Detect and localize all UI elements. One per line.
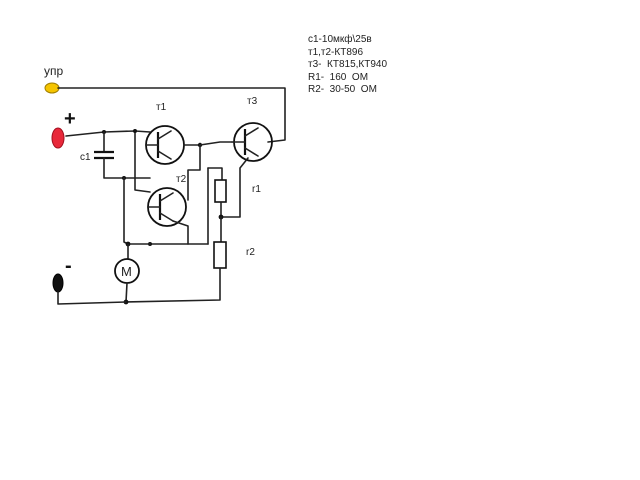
t3-collector	[244, 127, 259, 137]
label-r1: r1	[252, 184, 261, 195]
control-wire	[57, 87, 286, 143]
minus-wire	[57, 291, 127, 305]
t1-t2-out-link	[187, 144, 201, 201]
minus-terminal	[52, 273, 64, 293]
resistor-r2	[213, 241, 227, 269]
t1-collector-node	[133, 129, 137, 133]
motor-bottom-wire	[125, 282, 128, 303]
t1-t2-link	[134, 130, 151, 193]
note-line: c1-10мкф\25в	[308, 34, 372, 45]
t3-emitter-wire	[221, 157, 249, 218]
note-line: т3- КТ815,КТ940	[308, 59, 388, 70]
label-motor: M	[121, 264, 132, 279]
label-t1: т1	[156, 102, 167, 113]
plus-wire	[65, 130, 151, 137]
note-line: R1- 160 ОМ	[308, 71, 369, 83]
control-terminal	[44, 82, 60, 94]
component-notes: c1-10мкф\25в т1,т2-КТ896 т3- КТ815,КТ940…	[308, 34, 387, 97]
t3-base-wire	[199, 141, 233, 146]
note-line: R2- 30-50 ОМ	[308, 84, 377, 95]
t1-emitter	[157, 150, 172, 160]
label-c1: c1	[80, 152, 91, 163]
label-plus: +	[64, 108, 76, 130]
t2-emitter	[159, 212, 174, 222]
label-r2: r2	[246, 247, 255, 258]
plus-terminal	[51, 127, 65, 149]
label-t3: т3	[247, 96, 258, 107]
left-bus	[123, 177, 129, 245]
t1-collector	[157, 130, 172, 140]
label-t2: т2	[176, 174, 187, 185]
resistor-r1	[214, 179, 227, 203]
note-line: т1,т2-КТ896	[308, 46, 364, 58]
r1-top-wire	[207, 167, 223, 181]
label-upr: упр	[44, 64, 63, 78]
t2-emitter-wire	[149, 220, 189, 245]
t2-collector	[159, 192, 174, 202]
label-minus: -	[65, 255, 72, 277]
t3-emitter	[244, 147, 259, 157]
c1-lead-bottom	[103, 157, 151, 179]
r2-bottom-wire	[125, 267, 221, 303]
